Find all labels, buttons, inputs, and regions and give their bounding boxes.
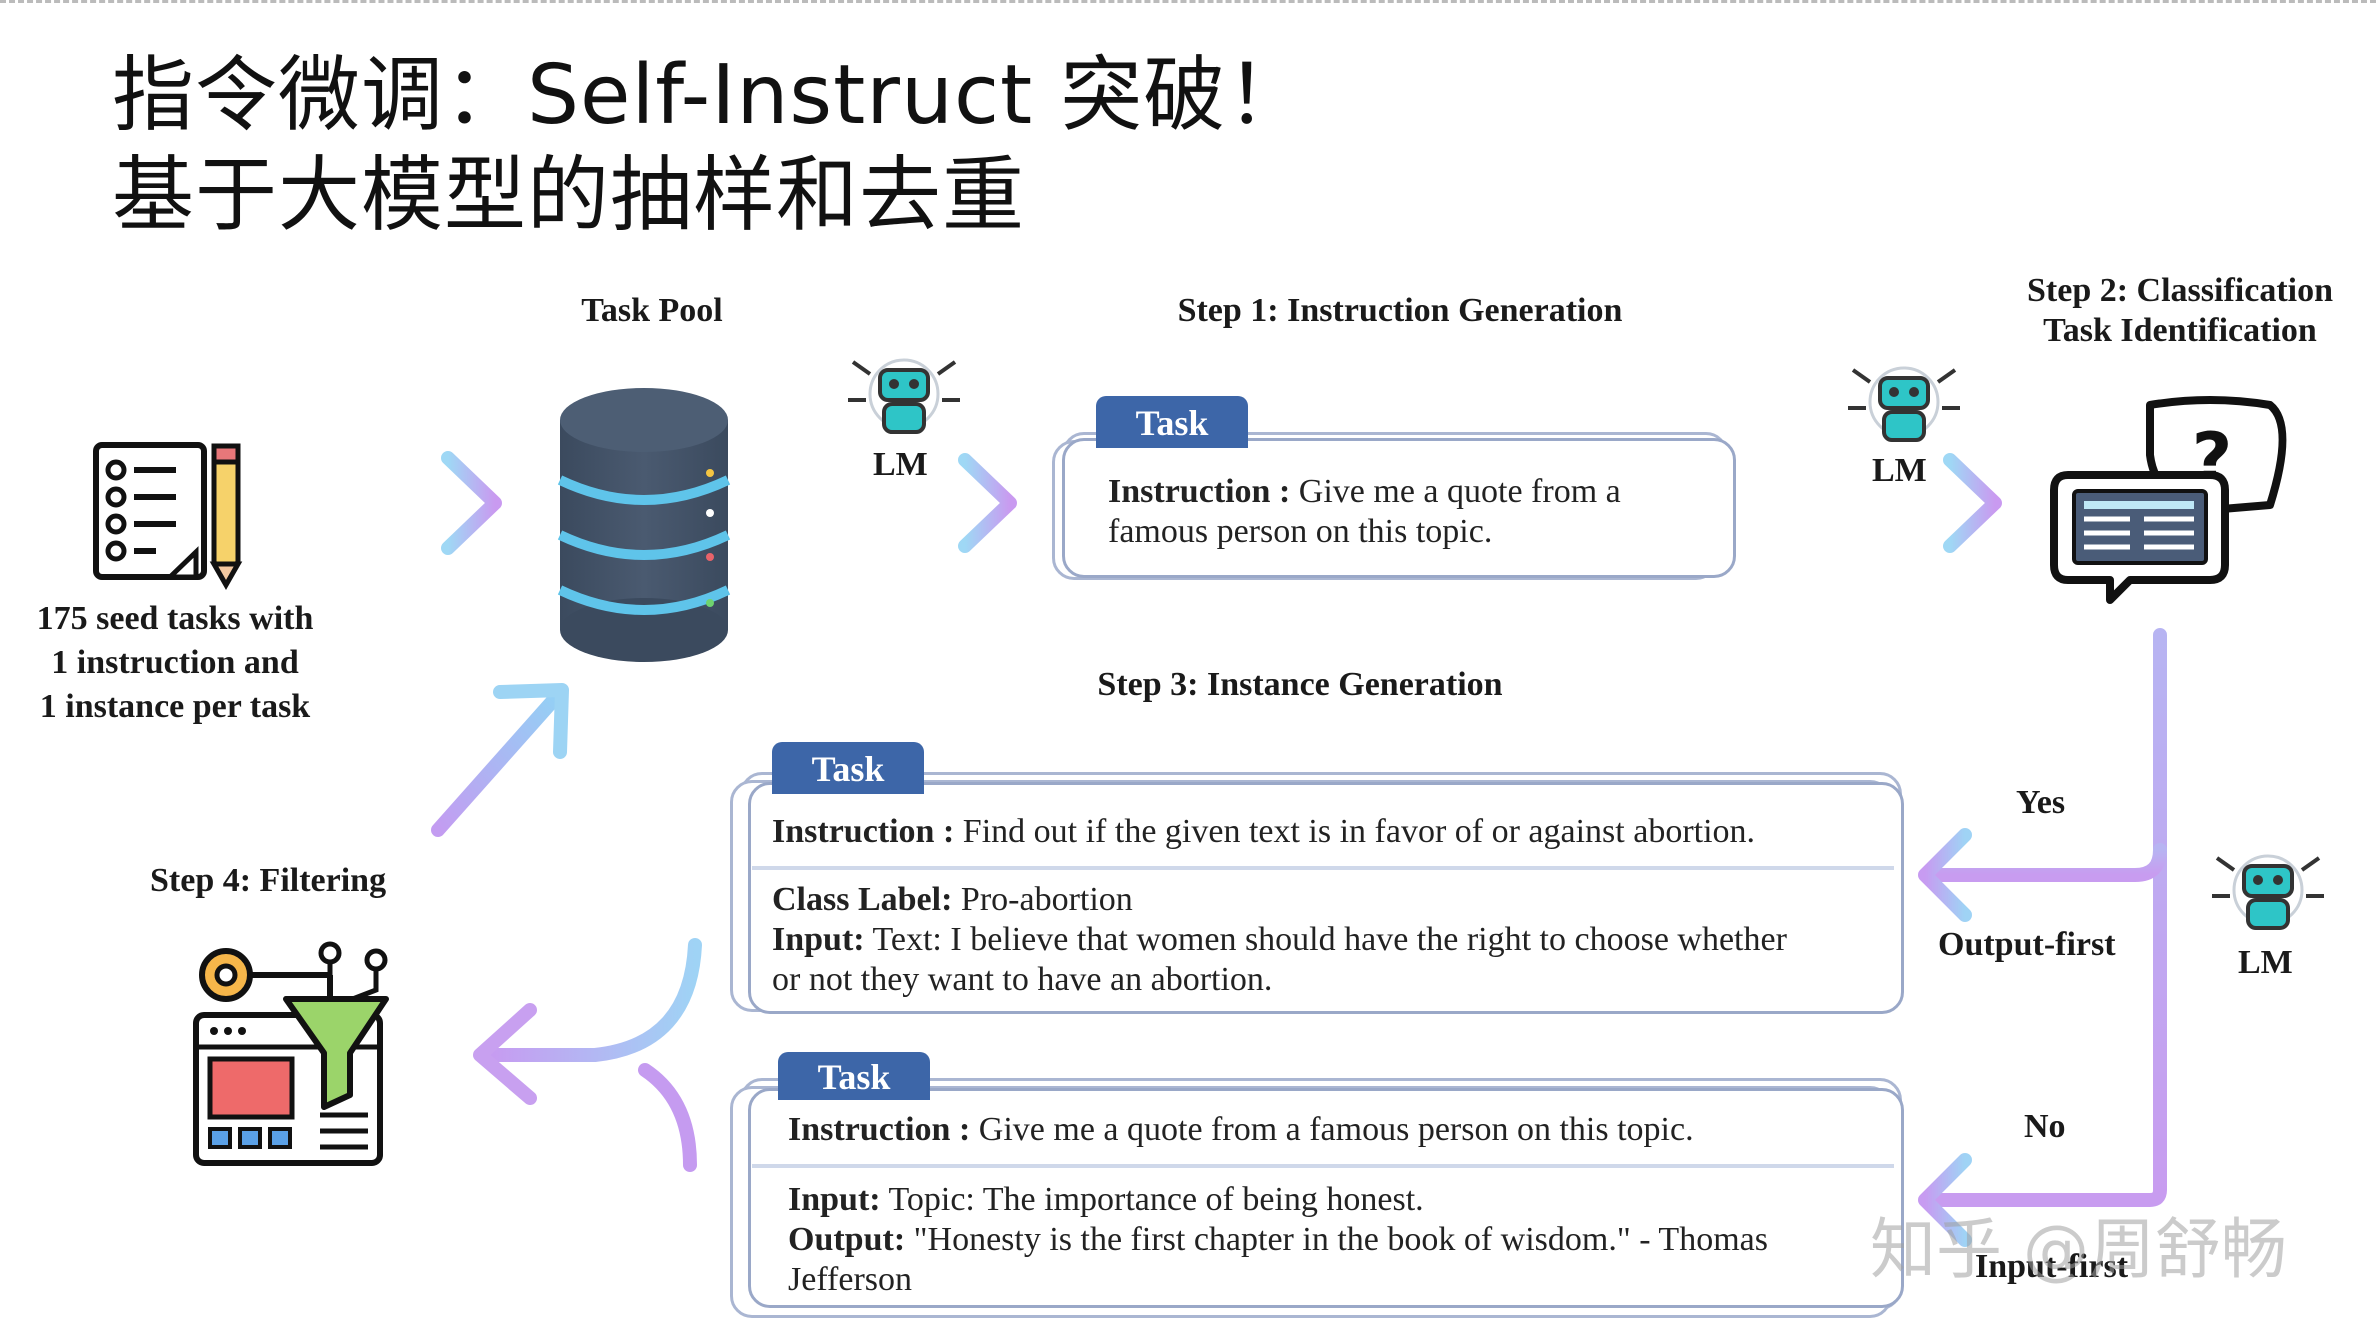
input-value: Topic: The importance of being honest. — [888, 1181, 1424, 1218]
lm-label-1: LM — [873, 446, 928, 483]
arrow-pool-to-step1 — [813, 453, 1017, 553]
instruction-key: Instruction : — [788, 1111, 971, 1148]
input-text-line2: or not they want to have an abortion. — [772, 961, 1273, 998]
arrow-step4-to-pool — [431, 683, 569, 837]
instruction-value: Give me a quote from a famous person on … — [978, 1111, 1694, 1148]
input-value: Text: I believe that women should have t… — [872, 921, 1787, 958]
output-text: Output: "Honesty is the first chapter in… — [788, 1220, 1768, 1260]
instruction-key: Instruction : — [772, 813, 955, 850]
card-front — [1062, 438, 1736, 578]
arrow-step2-branch — [1918, 628, 2167, 1247]
step3-label: Step 3: Instance Generation — [1097, 666, 1503, 703]
input-text: Input: Topic: The importance of being ho… — [788, 1180, 1424, 1220]
database-icon — [557, 388, 731, 662]
filter-funnel-icon — [193, 941, 389, 1166]
input-key: Input: — [772, 921, 865, 958]
arrow-step1-to-step2 — [1801, 453, 2002, 553]
classification-chat-icon: ? — [2050, 396, 2287, 604]
instruction-value: Find out if the given text is in favor o… — [962, 813, 1756, 850]
step1-label: Step 1: Instruction Generation — [1177, 292, 1623, 329]
lm-label-3: LM — [2238, 944, 2293, 981]
task-tab: Task — [778, 1052, 930, 1100]
step4-label: Step 4: Filtering — [150, 862, 387, 899]
card-divider — [752, 866, 1894, 870]
checklist-icon — [93, 442, 243, 591]
seed-label-line2: 1 instruction and — [51, 644, 299, 681]
instruction-key: Instruction : — [1108, 473, 1291, 510]
no-label: No — [2024, 1108, 2066, 1145]
robot-icon — [1848, 366, 1960, 442]
output-key: Output: — [788, 1221, 906, 1258]
yes-label: Yes — [2016, 784, 2066, 821]
task-tab: Task — [772, 742, 924, 794]
class-label-text: Class Label: Pro-abortion — [772, 880, 1133, 920]
lm-label-2: LM — [1872, 452, 1927, 489]
class-label-key: Class Label: — [772, 881, 953, 918]
instruction-text: Instruction : Give me a quote from a — [1108, 472, 1621, 512]
instruction-text-line2: famous person on this topic. — [1108, 513, 1493, 550]
output-value: "Honesty is the first chapter in the boo… — [913, 1221, 1768, 1258]
task-tab: Task — [1096, 396, 1248, 448]
card-divider — [752, 1164, 1894, 1168]
instruction-text: Instruction : Find out if the given text… — [772, 812, 1755, 852]
top-border — [0, 0, 2376, 6]
robot-icon — [848, 358, 960, 434]
card-front — [748, 782, 1904, 1014]
robot-icon — [2212, 854, 2324, 930]
seed-label-line3: 1 instance per task — [39, 688, 311, 725]
output-text-line2: Jefferson — [788, 1261, 912, 1298]
step2-label-line1: Step 2: Classification — [2027, 272, 2333, 309]
arrow-seed-to-pool — [298, 451, 502, 555]
watermark: 知乎 @周舒畅 — [1870, 1211, 2287, 1288]
title-line-2: 基于大模型的抽样和去重 — [112, 148, 1026, 243]
input-key: Input: — [788, 1181, 881, 1218]
seed-label-line1: 175 seed tasks with — [36, 600, 314, 637]
class-label-value: Pro-abortion — [960, 881, 1133, 918]
instruction-text: Instruction : Give me a quote from a fam… — [788, 1110, 1694, 1150]
input-first-label: Input-first — [1975, 1248, 2129, 1285]
instruction-value: Give me a quote from a — [1298, 473, 1621, 510]
input-text: Input: Text: I believe that women should… — [772, 920, 1787, 960]
step2-label-line2: Task Identification — [2043, 312, 2317, 349]
arrow-step3-to-step4 — [473, 938, 702, 1172]
title-line-1: 指令微调：Self-Instruct 突破！ — [112, 48, 1310, 143]
output-first-label: Output-first — [1938, 926, 2116, 963]
card-front — [748, 1088, 1904, 1308]
task-pool-label: Task Pool — [581, 292, 723, 329]
